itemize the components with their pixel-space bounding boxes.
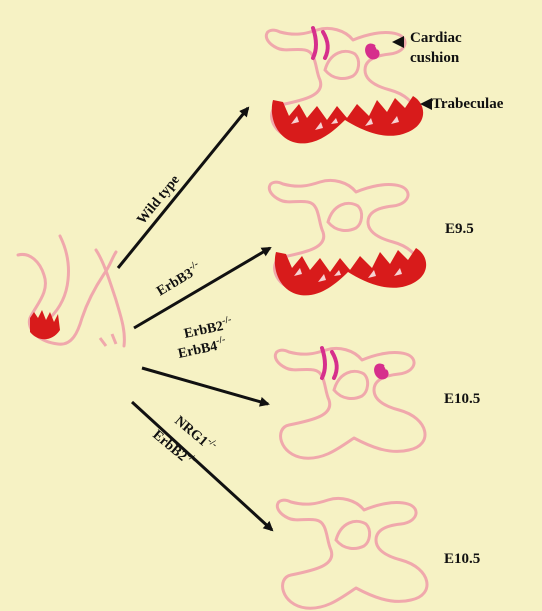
embryonic-heart-tube — [18, 236, 124, 346]
heart-nrg1-erbb2 — [277, 498, 427, 608]
heart-erbb3 — [269, 180, 426, 295]
arrow-erbb2-erbb4 — [142, 368, 268, 404]
arrow-nrg1-erbb2 — [132, 402, 272, 530]
genotype-label-erbb2-line1: ErbB2-/- — [182, 314, 234, 342]
stage-label-erbb3: E9.5 — [445, 221, 474, 237]
genotype-label-erbb3: ErbB3-/- — [153, 259, 204, 300]
stage-label-erbb2-erbb4: E10.5 — [444, 391, 480, 407]
cardiac-cushion-label-line2: cushion — [410, 50, 460, 66]
cushion-pointer-arrow — [392, 36, 404, 48]
arrow-wild-type — [118, 108, 248, 268]
stage-label-nrg1-erbb2: E10.5 — [444, 551, 480, 567]
cardiac-cushion-label-line1: Cardiac — [410, 30, 462, 46]
heart-erbb2-erbb4 — [275, 348, 425, 458]
trabeculae-label: Trabeculae — [432, 96, 504, 112]
